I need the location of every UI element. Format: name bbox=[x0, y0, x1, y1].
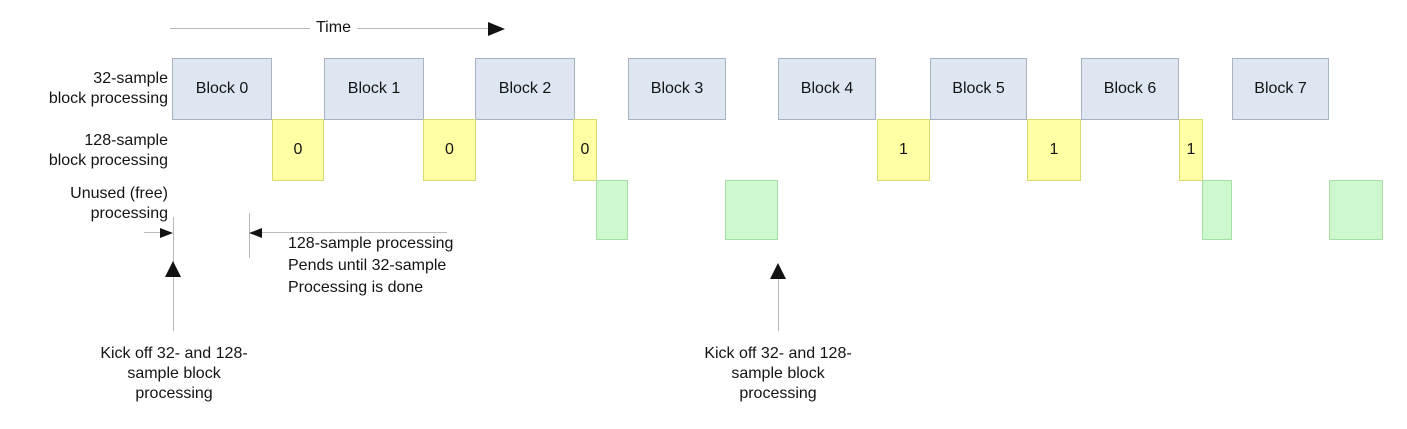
free-block-2 bbox=[1202, 180, 1232, 240]
block-128-1: 0 bbox=[423, 119, 476, 181]
free-block-3 bbox=[1329, 180, 1383, 240]
free-block-1 bbox=[725, 180, 778, 240]
kickoff-left-note: Kick off 32- and 128- sample block proce… bbox=[100, 345, 248, 402]
kickoff-right-arrowhead-icon bbox=[770, 263, 786, 279]
dimension-right-arrowhead-icon bbox=[160, 228, 173, 238]
block-128-5: 1 bbox=[1179, 119, 1203, 181]
dimension-left-tail-line bbox=[144, 232, 160, 233]
pend-note: 128-sample processing Pends until 32-sam… bbox=[288, 235, 454, 296]
block-32-4: Block 4 bbox=[778, 58, 876, 120]
row-label-unused-free: Unused (free) processing bbox=[70, 185, 168, 222]
block-128-4: 1 bbox=[1027, 119, 1081, 181]
free-block-0 bbox=[596, 180, 628, 240]
dimension-left-arrowhead-icon bbox=[249, 228, 262, 238]
block-32-3: Block 3 bbox=[628, 58, 726, 120]
dimension-right-tail-line bbox=[262, 232, 447, 233]
block-32-5: Block 5 bbox=[930, 58, 1027, 120]
block-32-0: Block 0 bbox=[172, 58, 272, 120]
row-label-32-sample: 32-sample block processing bbox=[48, 70, 168, 107]
block-32-2: Block 2 bbox=[475, 58, 575, 120]
block-128-2: 0 bbox=[573, 119, 597, 181]
block-128-0: 0 bbox=[272, 119, 324, 181]
kickoff-left-arrowhead-icon bbox=[165, 261, 181, 277]
time-axis-arrowhead-icon bbox=[488, 22, 505, 36]
block-32-7: Block 7 bbox=[1232, 58, 1329, 120]
time-axis-label: Time bbox=[310, 19, 357, 37]
block-32-1: Block 1 bbox=[324, 58, 424, 120]
row-label-128-sample: 128-sample block processing bbox=[48, 132, 168, 169]
block-128-3: 1 bbox=[877, 119, 930, 181]
block-32-6: Block 6 bbox=[1081, 58, 1179, 120]
kickoff-right-arrow-line bbox=[778, 279, 779, 331]
kickoff-right-note: Kick off 32- and 128- sample block proce… bbox=[704, 345, 852, 402]
